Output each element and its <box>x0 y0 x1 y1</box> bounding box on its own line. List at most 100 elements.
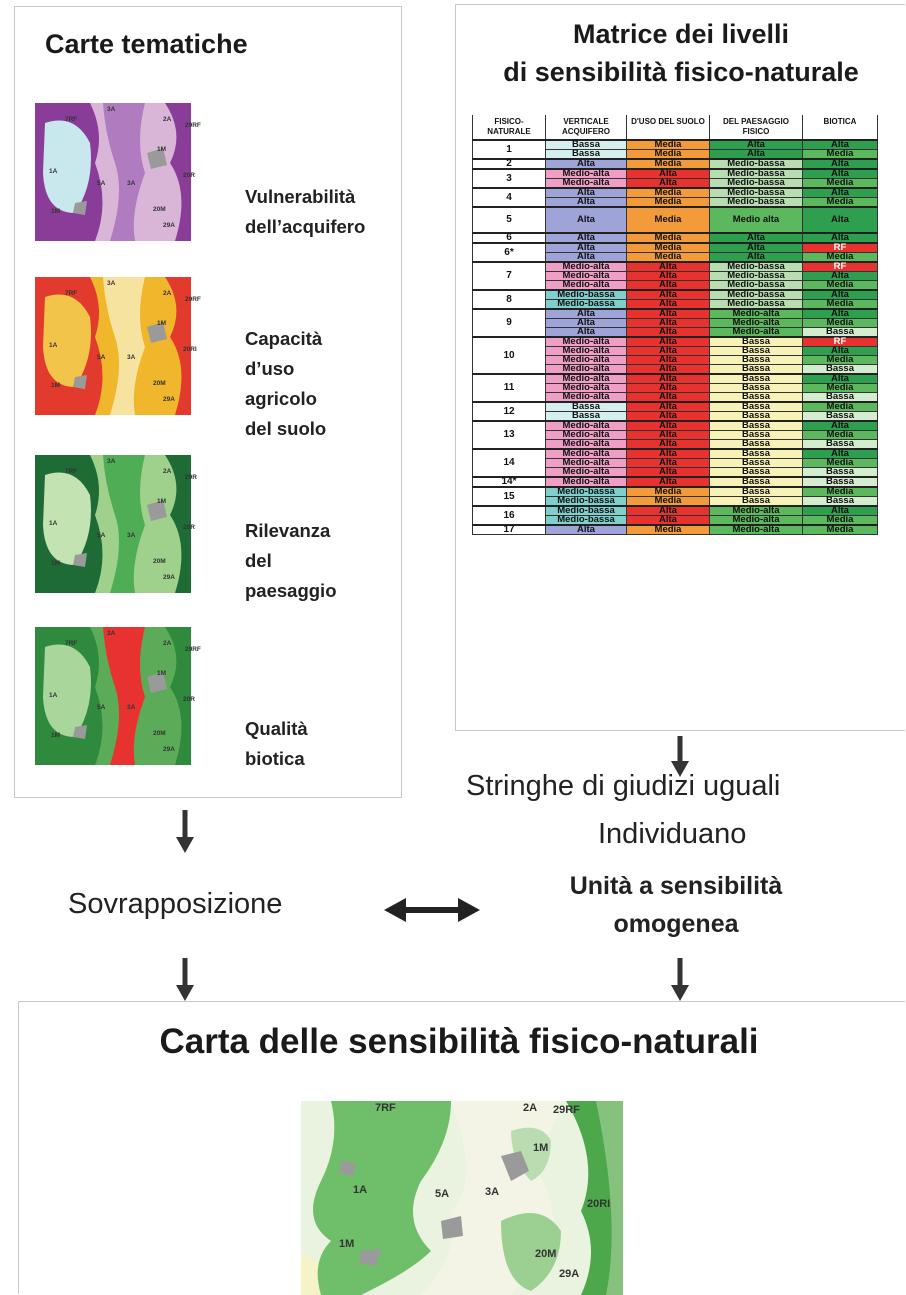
map-code-label: 5A <box>435 1188 449 1200</box>
unit-number: 3 <box>472 168 546 189</box>
unit-number: 10 <box>472 336 546 375</box>
matrix-cell: Medio alta <box>709 206 803 234</box>
sovrapposizione-text: Sovrapposizione <box>68 888 283 920</box>
unit-number: 7 <box>472 261 546 291</box>
header-fisico-naturale: FISICO-NATURALE <box>472 115 546 141</box>
matrix-cell: Media <box>802 383 878 393</box>
matrix-cell: Media <box>802 318 878 328</box>
unit-number: 1 <box>472 139 546 160</box>
map-code-label: 29A <box>163 746 175 753</box>
map-code-label: 1M <box>157 498 166 505</box>
map-code-label: 7RF <box>65 640 77 647</box>
matrix-cell: Media <box>626 524 710 535</box>
thematic-map-label: d’uso <box>245 358 295 379</box>
map-code-label: 3A <box>127 354 136 361</box>
map-code-label: 3A <box>107 106 116 113</box>
matrix-cell: Alta <box>545 206 627 234</box>
map-code-label: 1M <box>339 1238 354 1250</box>
map-code-label: 1A <box>353 1184 367 1196</box>
sensitivity-matrix-panel: Matrice dei livelli di sensibilità fisic… <box>455 4 905 731</box>
map-code-label: 20M <box>153 206 166 213</box>
map-code-label: 29RF <box>185 646 201 653</box>
thematic-map-label: Vulnerabilità <box>245 186 356 207</box>
matrix-cell: Medio-bassa <box>709 197 803 208</box>
map-code-label: 2A <box>163 290 172 297</box>
unit-number: 16 <box>472 505 546 526</box>
matrix-cell: Alta <box>802 271 878 281</box>
unit-number: 5 <box>472 206 546 234</box>
map-code-label: 5A <box>97 532 106 539</box>
thematic-map-label: paesaggio <box>245 580 337 601</box>
matrix-cell: Media <box>626 206 710 234</box>
header-verticale-acquifero: VERTICALE ACQUIFERO <box>545 115 627 141</box>
unit-number: 11 <box>472 373 546 403</box>
matrix-cell: Alta <box>545 524 627 535</box>
matrix-cell: Media <box>802 524 878 535</box>
map-code-label: 20R <box>183 524 195 531</box>
sensitivity-matrix-table: FISICO-NATURALE VERTICALE ACQUIFERO D'US… <box>472 115 878 535</box>
thematic-map-label: Qualità <box>245 718 308 739</box>
map-code-label: 29RF <box>185 296 201 303</box>
map-code-label: 29A <box>163 574 175 581</box>
map-code-label: 1A <box>49 168 58 175</box>
arrow-down-icon <box>671 736 689 777</box>
map-code-label: 1M <box>51 382 60 389</box>
sensitivity-map-panel: Carta delle sensibilità fisico-naturali … <box>18 1001 905 1295</box>
map-code-label: 3A <box>127 704 136 711</box>
unit-number: 6* <box>472 242 546 263</box>
unit-number: 2 <box>472 158 546 170</box>
map-code-label: 3A <box>127 180 136 187</box>
map-code-label: 1M <box>533 1142 548 1154</box>
arrow-down-icon <box>176 958 194 1001</box>
map-code-label: 1A <box>49 342 58 349</box>
map-code-label: 1M <box>51 560 60 567</box>
matrix-cell: Alta <box>545 197 627 208</box>
map-code-label: 20M <box>153 380 166 387</box>
map-code-label: 3A <box>485 1186 499 1198</box>
thematic-map-label: dell’acquifero <box>245 216 366 237</box>
map-code-label: 7RF <box>375 1102 396 1114</box>
arrow-down-icon <box>176 810 194 853</box>
thematic-map-label: Capacità <box>245 328 323 349</box>
map-code-label: 7RF <box>65 116 77 123</box>
map-code-label: 3A <box>107 630 116 637</box>
individuano-text: Individuano <box>598 818 747 850</box>
map-code-label: 2A <box>163 640 172 647</box>
sensitivity-map-title: Carta delle sensibilità fisico-naturali <box>159 1022 759 1061</box>
thematic-map-label: del <box>245 550 272 571</box>
map-code-label: 2A <box>163 116 172 123</box>
unit-number: 14 <box>472 448 546 478</box>
unit-number: 15 <box>472 486 546 507</box>
matrix-cell: Media <box>802 458 878 468</box>
map-code-label: 1M <box>157 320 166 327</box>
map-code-label: 20M <box>153 558 166 565</box>
map-code-label: 3A <box>107 458 116 465</box>
unit-number: 14* <box>472 476 546 488</box>
matrix-cell: Alta <box>802 206 878 234</box>
map-code-label: 3A <box>127 532 136 539</box>
unita-line2: omogenea <box>613 910 739 938</box>
